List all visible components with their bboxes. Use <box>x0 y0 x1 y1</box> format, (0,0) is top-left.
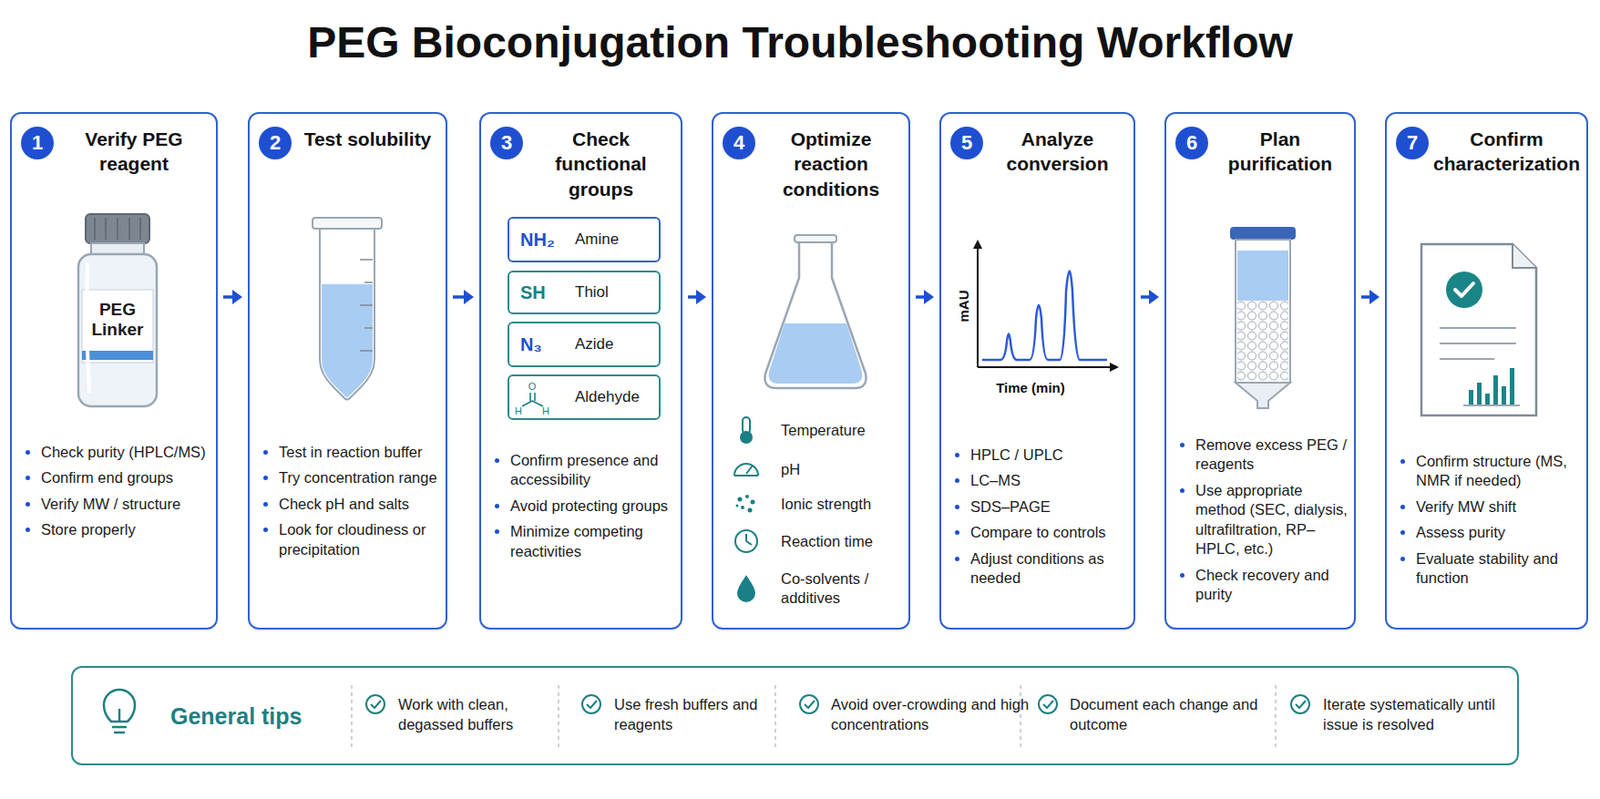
step-number: 1 <box>20 126 54 160</box>
step-panel: 1Verify PEG reagentCheck purity (HPLC/MS… <box>10 112 218 630</box>
group-name: Thiol <box>574 283 656 302</box>
tube-icon <box>312 217 382 400</box>
bullet-list: HPLC / UPLC LC–MS SDS–PAGE Compare to contr… <box>953 445 1129 595</box>
step-panel: 3Check functional groupsConfirm presence… <box>479 112 683 630</box>
bullet-item: Confirm structure (MS, NMR if needed) <box>1415 451 1581 492</box>
diagram-title: PEG Bioconjugation Troubleshooting Workf… <box>0 16 1600 70</box>
bullet-item: LC–MS <box>970 471 1129 491</box>
flow-arrow <box>223 289 243 305</box>
tip-text: Work with clean, degassed buffers <box>398 694 563 736</box>
axis-label: mAU <box>955 289 972 322</box>
condition-item: Ionic strength <box>780 494 903 514</box>
tip-text: Document each change and outcome <box>1069 694 1262 736</box>
flow-arrow <box>1140 289 1159 305</box>
group-chip: SH Thiol <box>507 270 661 315</box>
condition-item: Co-solvents / additives <box>780 569 903 609</box>
step-number: 2 <box>258 126 292 160</box>
bullet-list: Confirm presence and accessibilityAvoid … <box>493 451 676 568</box>
tip-text: Iterate systematically until issue is re… <box>1323 694 1506 736</box>
step-number: 4 <box>722 126 756 160</box>
bullet-item: Assess purity <box>1415 523 1581 543</box>
flow-arrow <box>452 289 474 305</box>
group-symbol: NH₂ <box>520 229 555 251</box>
bullet-item: Verify MW shift <box>1415 497 1581 517</box>
bullet-item: Verify MW / structure <box>41 494 211 514</box>
atom-label: O <box>528 380 537 392</box>
step-number: 5 <box>950 126 984 160</box>
bullet-item: Look for cloudiness or precipitation <box>278 520 441 560</box>
bullet-item: SDS–PAGE <box>970 497 1129 517</box>
aldehyde-bonds <box>522 392 544 407</box>
report-icon <box>1421 244 1537 416</box>
bullet-item: Adjust conditions as needed <box>970 549 1129 589</box>
group-symbol: SH <box>520 282 546 304</box>
bullet-list: Check purity (HPLC/MS) Confirm end groups… <box>24 442 211 547</box>
step-heading: Analyze conversion <box>984 126 1130 177</box>
group-chip: N₃ Azide <box>507 321 661 368</box>
condition-item: Temperature <box>780 420 903 441</box>
step-heading: Confirm characterization <box>1430 126 1583 177</box>
bullet-item: Check recovery and purity <box>1195 565 1349 606</box>
atom-label: H <box>514 405 523 417</box>
bullet-list: Remove excess PEG / reagentsUse appropri… <box>1179 435 1349 612</box>
group-chip: NH₂ Amine <box>507 216 661 263</box>
step-heading: Plan purification <box>1210 126 1351 177</box>
step-panel: 4Optimize reaction conditionsTemperature… <box>711 112 911 630</box>
group-name: Aldehyde <box>574 388 656 407</box>
flask-icon <box>765 235 867 389</box>
axis-label: Time (min) <box>995 379 1066 396</box>
bullet-list: Confirm structure (MS, NMR if needed) Ver… <box>1399 451 1581 595</box>
tips-panel: General tips Work with clean, degassed bu… <box>71 666 1519 766</box>
step-heading: Optimize reaction conditions <box>757 126 905 202</box>
bullet-item: Confirm end groups <box>41 468 211 488</box>
condition-icons <box>734 417 759 602</box>
step-heading: Verify PEG reagent <box>55 126 213 177</box>
bullet-item: Use appropriate method (SEC, dialysis, u… <box>1195 481 1349 560</box>
flow-arrow <box>1361 289 1380 305</box>
step-panel: 7Confirm characterizationConfirm structu… <box>1384 112 1589 630</box>
step-panel: 2Test solubilityTest in reaction bufferT… <box>247 112 448 630</box>
bullet-item: HPLC / UPLC <box>970 445 1129 465</box>
step-heading: Check functional groups <box>524 126 677 202</box>
group-name: Amine <box>574 230 656 249</box>
step-panel: 6Plan purificationRemove excess PEG / re… <box>1164 112 1356 630</box>
atom-label: H <box>542 405 550 417</box>
step-panel: 5Analyze conversionHPLC / UPLC LC–MS SDS–P… <box>939 112 1136 630</box>
step-heading: Test solubility <box>293 126 442 152</box>
vial-icon <box>78 214 157 407</box>
bullet-item: Evaluate stability and function <box>1415 549 1581 589</box>
condition-item: Reaction time <box>780 532 903 552</box>
condition-item: pH <box>780 460 903 480</box>
bullet-item: Store properly <box>41 520 211 540</box>
vial-label: PEG Linker <box>83 299 152 340</box>
bullet-item: Check purity (HPLC/MS) <box>41 442 211 462</box>
step-number: 3 <box>490 126 524 160</box>
flow-arrow <box>915 289 934 305</box>
tip-dividers <box>351 685 1276 748</box>
bullet-item: Minimize competing reactivities <box>510 522 676 562</box>
bullet-item: Compare to controls <box>970 523 1129 543</box>
tips-heading: General tips <box>170 702 303 729</box>
bullet-item: Test in reaction buffer <box>278 442 441 462</box>
bullet-item: Avoid protecting groups <box>510 496 676 516</box>
bullet-item: Confirm presence and accessibility <box>510 451 676 491</box>
flow-arrow <box>687 289 707 305</box>
bullet-list: Test in reaction bufferTry concentration… <box>262 442 441 566</box>
column-icon <box>1230 226 1296 409</box>
bullet-item: Remove excess PEG / reagents <box>1195 435 1349 475</box>
group-symbol: N₃ <box>520 334 543 356</box>
group-name: Azide <box>574 335 656 354</box>
step-number: 7 <box>1395 126 1429 160</box>
bullet-item: Check pH and salts <box>278 494 441 514</box>
tip-text: Avoid over-crowding and high concentrati… <box>830 694 1032 736</box>
chromatogram <box>973 239 1119 372</box>
tip-text: Use fresh buffers and reagents <box>614 694 783 736</box>
bullet-item: Try concentration range <box>278 468 441 488</box>
step-number: 6 <box>1175 126 1209 160</box>
